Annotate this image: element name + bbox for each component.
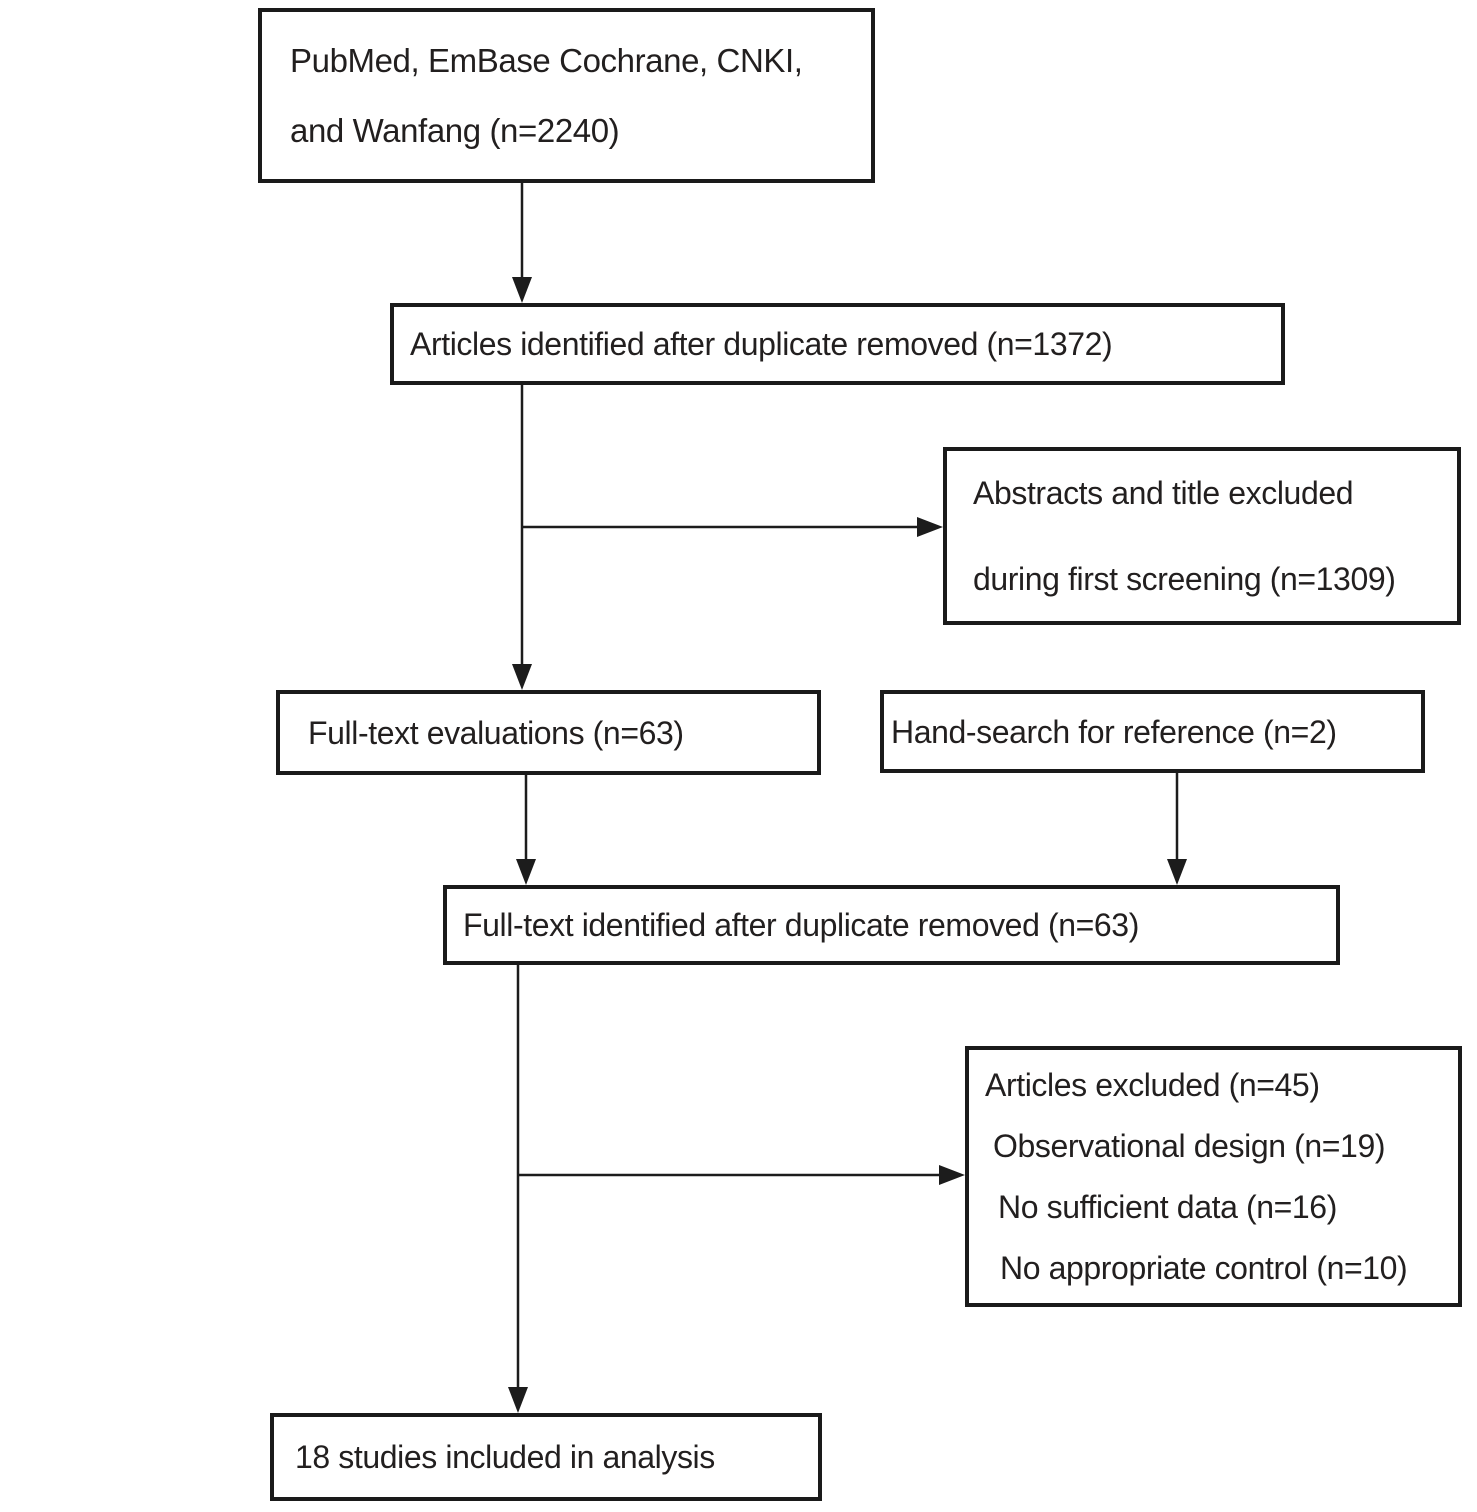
box-text-line: during first screening (n=1309): [973, 561, 1396, 597]
box-text-line: and Wanfang (n=2240): [290, 111, 620, 149]
box-text-line: No appropriate control (n=10): [1000, 1249, 1408, 1286]
box-fulltext-after-duplicates-removed: Full-text identified after duplicate rem…: [443, 885, 1340, 965]
box-fulltext-evaluations: Full-text evaluations (n=63): [276, 690, 821, 775]
arrowhead-branch-to-abstracts-excluded: [917, 517, 943, 537]
box-text-line: Articles excluded (n=45): [985, 1066, 1320, 1103]
box-text-line: No sufficient data (n=16): [998, 1188, 1337, 1225]
box-text-line: Observational design (n=19): [993, 1127, 1386, 1164]
arrowhead-handsearch-to-fulltext-dedup: [1167, 859, 1187, 885]
box-articles-after-duplicates-removed: Articles identified after duplicate remo…: [390, 303, 1285, 385]
box-databases-searched: PubMed, EmBase Cochrane, CNKI, and Wanfa…: [258, 8, 875, 183]
box-text-line: PubMed, EmBase Cochrane, CNKI,: [290, 42, 803, 80]
arrowhead-sources-to-dedup: [512, 277, 532, 303]
box-articles-excluded-reasons: Articles excluded (n=45) Observational d…: [965, 1046, 1462, 1307]
box-abstracts-title-excluded: Abstracts and title excluded during firs…: [943, 447, 1461, 625]
box-studies-included: 18 studies included in analysis: [270, 1413, 822, 1501]
arrowhead-dedup-to-fulltext-eval: [512, 664, 532, 690]
box-handsearch-reference: Hand-search for reference (n=2): [880, 690, 1425, 773]
arrowhead-branch-to-articles-excluded: [939, 1165, 965, 1185]
box-text-line: Full-text evaluations (n=63): [308, 714, 684, 751]
box-text-line: Articles identified after duplicate remo…: [410, 326, 1113, 362]
arrowhead-fulltext-eval-to-fulltext-dedup: [516, 859, 536, 885]
arrowhead-fulltext-dedup-to-included: [508, 1387, 528, 1413]
box-text-line: 18 studies included in analysis: [295, 1439, 715, 1475]
box-text-line: Full-text identified after duplicate rem…: [463, 907, 1139, 943]
box-text-line: Hand-search for reference (n=2): [891, 713, 1337, 750]
box-text-line: Abstracts and title excluded: [973, 475, 1354, 511]
